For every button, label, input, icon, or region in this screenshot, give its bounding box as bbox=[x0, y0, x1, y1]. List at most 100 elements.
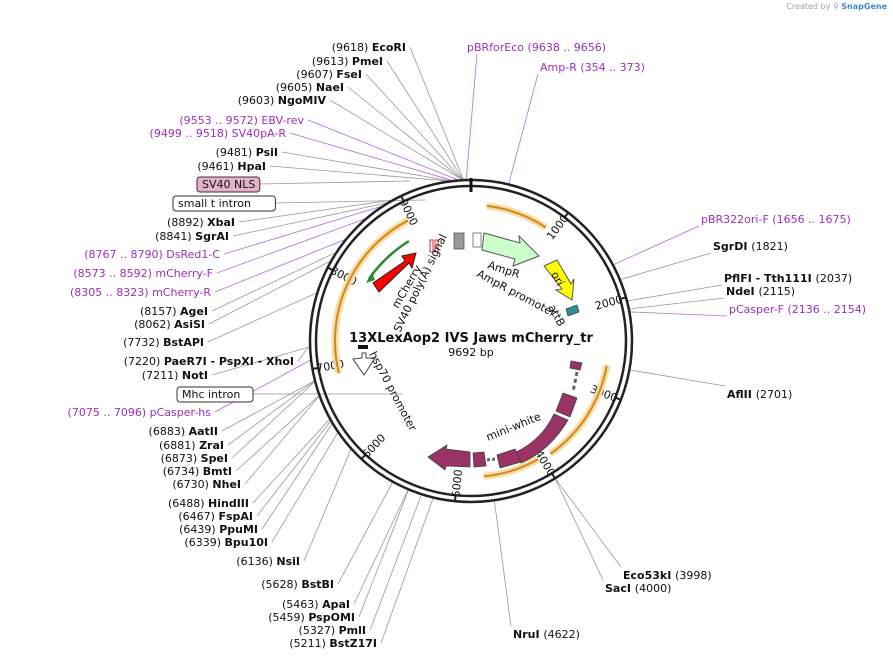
left-label-15: (8305 .. 8323) mCherry-R bbox=[70, 286, 211, 299]
label-position: (6339) bbox=[184, 536, 224, 549]
label-name: AsiSI bbox=[174, 318, 205, 331]
label-name: mCherry-F bbox=[155, 267, 213, 280]
label-name: PflFI - Tth111I bbox=[724, 272, 816, 285]
orf-arc-halo bbox=[486, 202, 548, 231]
label-position: (9481) bbox=[216, 146, 256, 159]
left-label-26: (6734) BmtI bbox=[163, 465, 232, 478]
label-name: NsiI bbox=[276, 555, 300, 568]
label-position: (5459) bbox=[268, 611, 308, 624]
label-name: NdeI bbox=[726, 285, 758, 298]
orf-arc bbox=[486, 204, 547, 229]
right-label-3: SgrDI (1821) bbox=[713, 240, 788, 253]
right-label-4: PflFI - Tth111I (2037) bbox=[724, 272, 852, 285]
tick-mark bbox=[453, 494, 457, 503]
label-leader-lines bbox=[207, 46, 728, 644]
feature-box-label: SV40 NLS bbox=[202, 178, 255, 191]
label-name: SV40pA-R bbox=[232, 127, 287, 140]
label-name: Bpu10I bbox=[225, 536, 269, 549]
label-position: (6488) bbox=[168, 497, 208, 510]
left-label-column: (9618) EcoRI(9613) PmeI(9607) FseI(9605)… bbox=[68, 41, 406, 650]
left-label-4: (9603) NgoMIV bbox=[238, 94, 327, 107]
right-label-9: SacI (4000) bbox=[605, 582, 671, 595]
label-position: (8305 .. 8323) bbox=[70, 286, 152, 299]
label-name: ApaI bbox=[322, 598, 350, 611]
label-position: (6883) bbox=[149, 425, 189, 438]
label-position: (9605) bbox=[276, 81, 316, 94]
feature-attb[interactable] bbox=[565, 304, 580, 317]
orf-arc bbox=[334, 219, 409, 374]
label-position: (5628) bbox=[261, 578, 301, 591]
label-name: SacI bbox=[605, 582, 635, 595]
left-label-33: (5628) BstBI bbox=[261, 578, 334, 591]
label-position: (7211) bbox=[142, 369, 182, 382]
tick-label: 2000 bbox=[594, 293, 624, 313]
label-position: (8892) bbox=[167, 216, 207, 229]
credit-prefix: Created by bbox=[786, 2, 831, 11]
label-name: HindIII bbox=[208, 497, 249, 510]
left-label-6: (9499 .. 9518) SV40pA-R bbox=[150, 127, 287, 140]
feature-mini-white[interactable] bbox=[427, 360, 583, 471]
label-position: (4622) bbox=[543, 628, 580, 641]
tick-mark bbox=[613, 396, 623, 402]
label-name: PmeI bbox=[352, 55, 383, 68]
label-position: (8157) bbox=[140, 305, 180, 318]
feature-mcherry-arrow[interactable] bbox=[372, 252, 417, 293]
feature-box-21[interactable] bbox=[176, 386, 254, 403]
label-position: (8573 .. 8592) bbox=[73, 267, 155, 280]
left-label-0: (9618) EcoRI bbox=[332, 41, 406, 54]
label-name: BmtI bbox=[203, 465, 232, 478]
label-position: (6467) bbox=[178, 510, 218, 523]
feature-box-9[interactable] bbox=[196, 176, 261, 193]
snapgene-logo-icon: ⚲ bbox=[832, 2, 839, 11]
tick-label: 1000 bbox=[544, 212, 571, 242]
right-label-column: pBRforEco (9638 .. 9656) Amp-R (354 .. 37… bbox=[467, 41, 866, 641]
label-name: SpeI bbox=[201, 452, 228, 465]
feature-sv40-polya[interactable] bbox=[429, 239, 439, 253]
label-position: (1821) bbox=[751, 240, 788, 253]
left-label-28: (6488) HindIII bbox=[168, 497, 249, 510]
feature-hsp70-promoter[interactable] bbox=[352, 345, 376, 376]
left-label-36: (5327) PmlI bbox=[299, 624, 366, 637]
label-position: (6730) bbox=[172, 478, 212, 491]
feature-ori-arrow[interactable] bbox=[543, 259, 575, 301]
right-label-1: Amp-R (354 .. 373) bbox=[540, 61, 645, 74]
label-position: (8062) bbox=[134, 318, 174, 331]
left-label-34: (5463) ApaI bbox=[282, 598, 350, 611]
right-label-0: pBRforEco (9638 .. 9656) bbox=[467, 41, 606, 54]
left-label-8: (9461) HpaI bbox=[197, 160, 266, 173]
label-position: (354 .. 373) bbox=[580, 61, 645, 74]
label-position: (6439) bbox=[179, 523, 219, 536]
label-name: NgoMIV bbox=[278, 94, 327, 107]
label-ori: ori bbox=[548, 269, 566, 288]
tick-mark bbox=[550, 471, 557, 480]
label-position: (2037) bbox=[816, 272, 853, 285]
feature-ampr-promoter[interactable] bbox=[453, 232, 482, 250]
left-label-22: (7075 .. 7096) pCasper-hs bbox=[68, 406, 212, 419]
label-name: pCasper-F bbox=[729, 303, 788, 316]
label-position: (2115) bbox=[758, 285, 795, 298]
left-label-30: (6439) PpuMI bbox=[179, 523, 258, 536]
tick-mark bbox=[399, 194, 406, 203]
label-position: (4000) bbox=[635, 582, 672, 595]
left-label-7: (9481) PsiI bbox=[216, 146, 278, 159]
feature-box-label: Mhc intron bbox=[182, 388, 240, 401]
left-label-5: (9553 .. 9572) EBV-rev bbox=[179, 114, 304, 127]
label-name: BstAPI bbox=[163, 336, 204, 349]
left-label-32: (6136) NsiI bbox=[236, 555, 300, 568]
feature-box-10[interactable] bbox=[172, 195, 276, 212]
right-label-7: AflII (2701) bbox=[727, 388, 792, 401]
label-position: (2701) bbox=[756, 388, 793, 401]
tick-mark bbox=[563, 211, 570, 219]
label-position: (2136 .. 2154) bbox=[788, 303, 867, 316]
label-name: HpaI bbox=[237, 160, 266, 173]
tick-mark bbox=[326, 266, 335, 272]
left-label-23: (6883) AatII bbox=[149, 425, 218, 438]
left-label-2: (9607) FseI bbox=[296, 68, 362, 81]
feature-ampr-arrow[interactable] bbox=[481, 232, 540, 267]
label-name: DsRed1-C bbox=[166, 248, 220, 261]
label-name: NaeI bbox=[316, 81, 344, 94]
label-position: (9553 .. 9572) bbox=[179, 114, 261, 127]
snapgene-credit: Created by ⚲ SnapGene bbox=[786, 2, 887, 11]
label-name: PpuMI bbox=[219, 523, 258, 536]
